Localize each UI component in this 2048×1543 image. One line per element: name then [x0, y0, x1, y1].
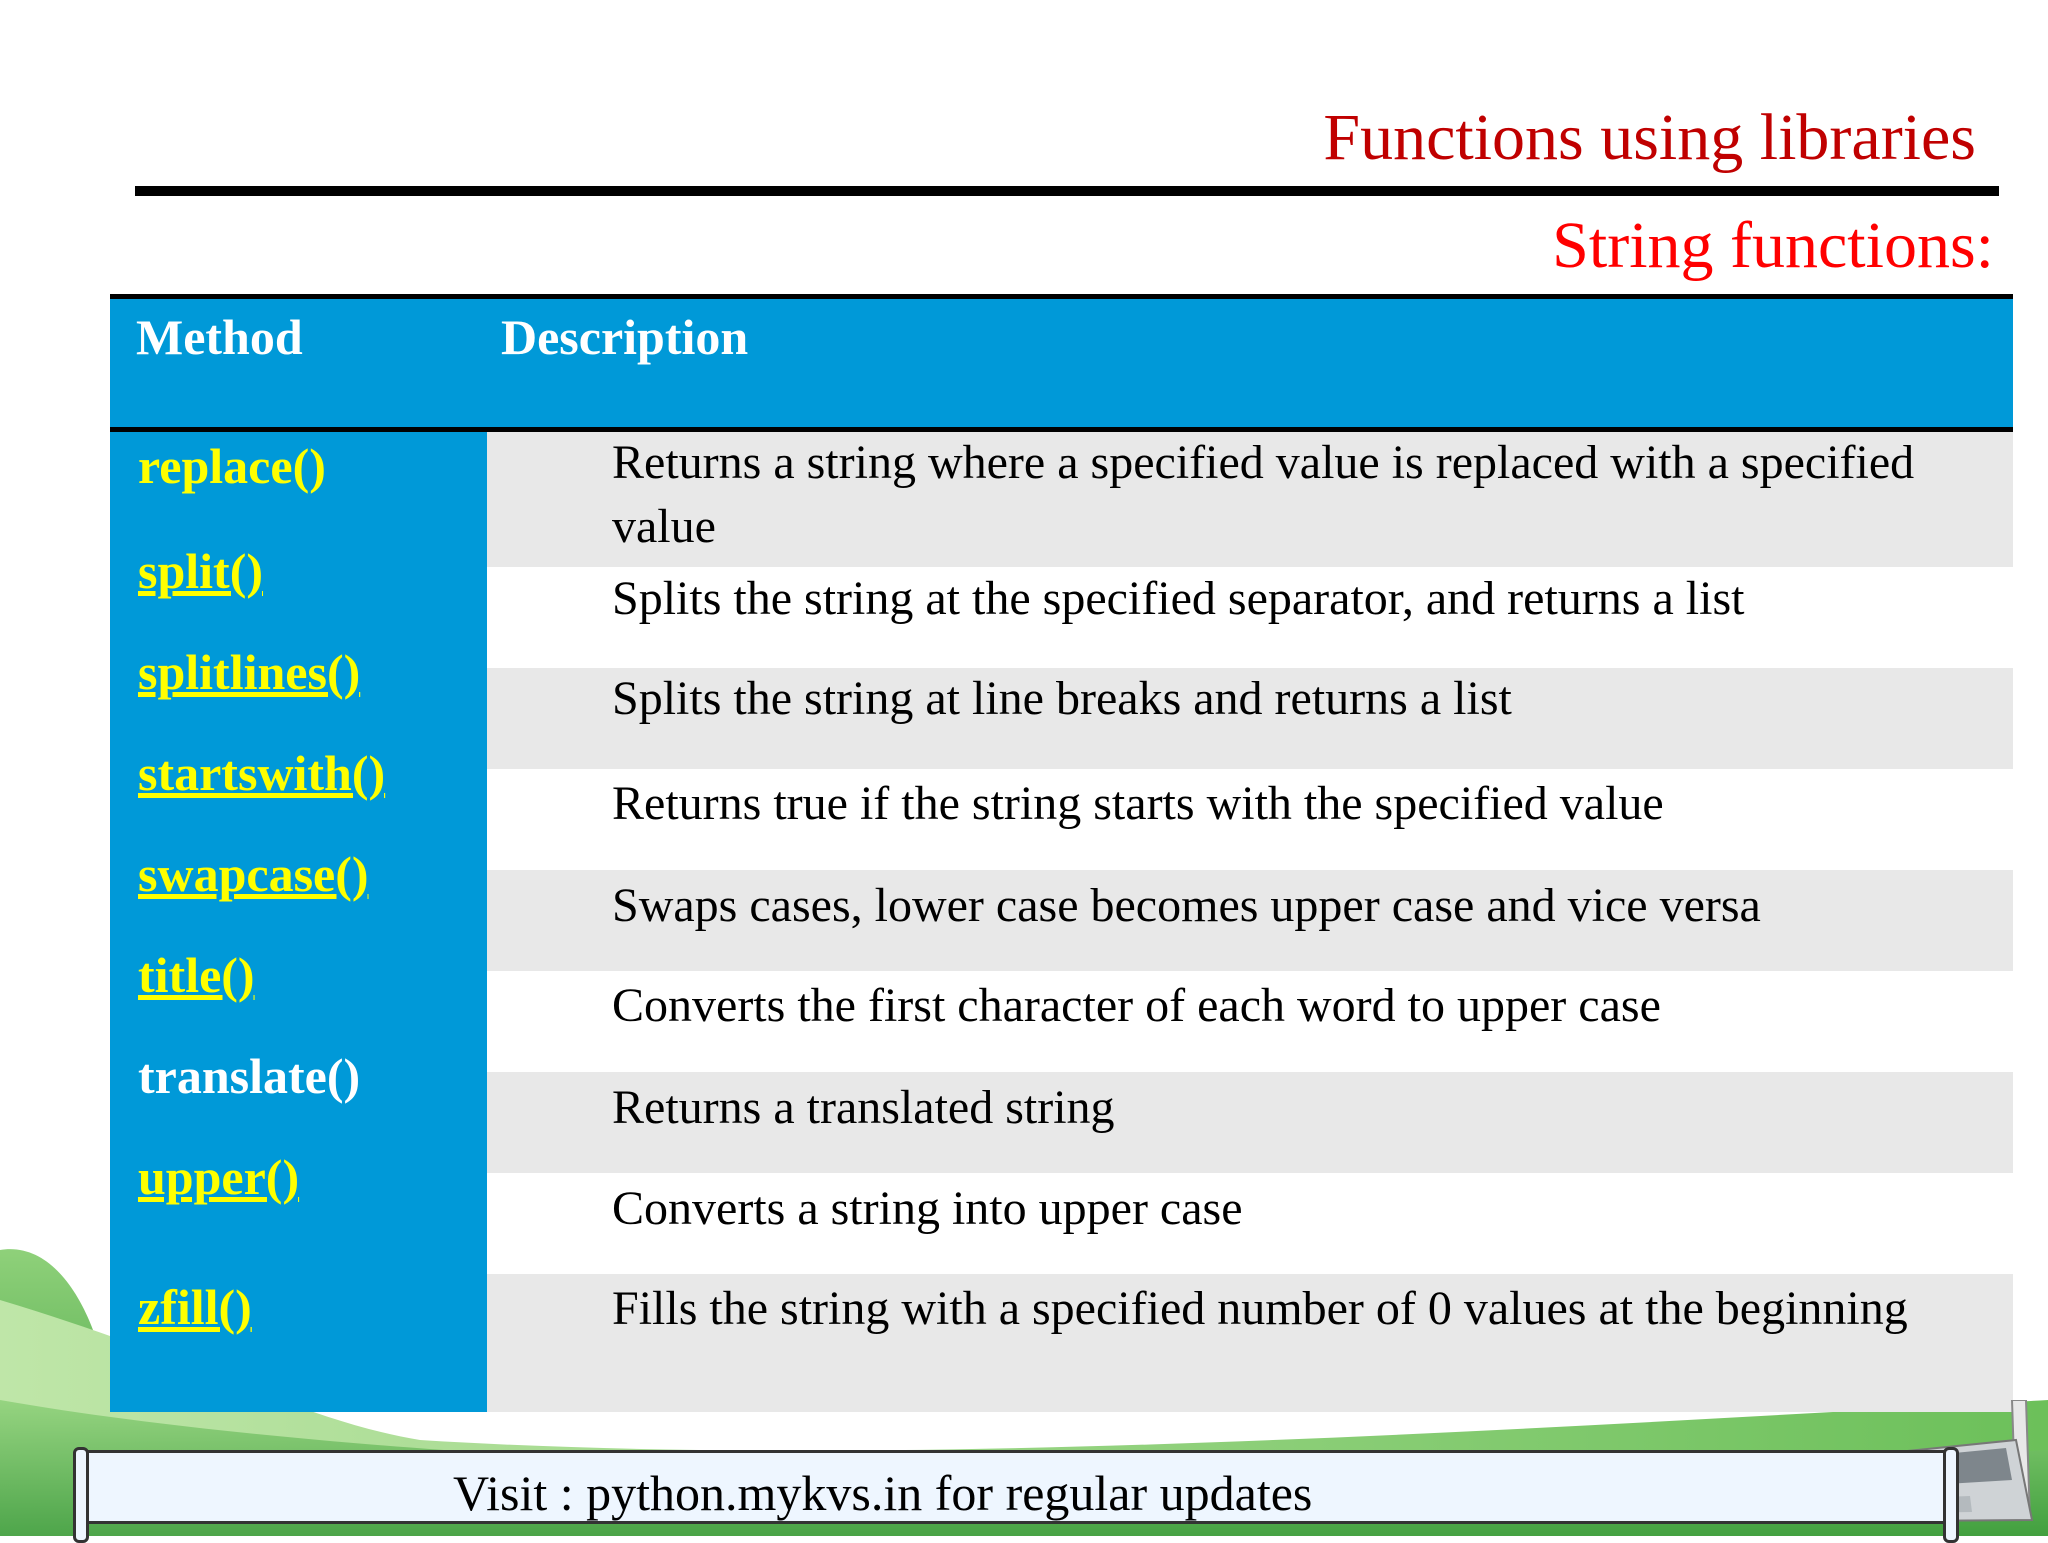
table-row: Splits the string at line breaks and ret…	[487, 668, 2013, 769]
page-title: Functions using libraries	[1323, 101, 1976, 174]
method-split-link[interactable]: split()	[138, 543, 263, 599]
table-header-row: Method Description	[110, 299, 2013, 432]
method-title-link[interactable]: title()	[138, 947, 255, 1003]
method-swapcase-link[interactable]: swapcase()	[138, 846, 369, 902]
title-divider	[135, 186, 1999, 196]
table-row: Fills the string with a specified number…	[487, 1274, 2013, 1412]
method-translate: translate()	[138, 1048, 361, 1104]
description-text: Returns true if the string starts with t…	[612, 777, 1664, 830]
table-row: Converts a string into upper case	[487, 1173, 2013, 1274]
description-text: Returns a translated string	[612, 1081, 1115, 1134]
method-replace: replace()	[138, 438, 326, 494]
header-method: Method	[136, 309, 303, 365]
description-text: Splits the string at line breaks and ret…	[612, 672, 1512, 725]
table-row: Converts the first character of each wor…	[487, 971, 2013, 1072]
table-row: Returns a translated string	[487, 1072, 2013, 1173]
description-text: Converts a string into upper case	[612, 1182, 1243, 1235]
description-column: Returns a string where a specified value…	[487, 432, 2013, 1412]
method-upper-link[interactable]: upper()	[138, 1149, 300, 1205]
footer-text: Visit : python.mykvs.in for regular upda…	[453, 1465, 1313, 1521]
description-text: Converts the first character of each wor…	[612, 979, 1661, 1032]
method-zfill-link[interactable]: zfill()	[138, 1279, 252, 1335]
footer-banner: Visit : python.mykvs.in for regular upda…	[73, 1447, 1959, 1543]
description-text: value	[612, 500, 716, 553]
header-description: Description	[501, 309, 749, 365]
description-text: Splits the string at the specified separ…	[612, 572, 1745, 625]
string-functions-table: Method Description replace() split() spl…	[110, 294, 2013, 1412]
method-column: replace() split() splitlines() startswit…	[110, 432, 487, 1412]
method-startswith-link[interactable]: startswith()	[138, 745, 386, 801]
table-row: Swaps cases, lower case becomes upper ca…	[487, 870, 2013, 971]
description-text: Fills the string with a specified number…	[612, 1282, 1908, 1335]
table-row: Splits the string at the specified separ…	[487, 567, 2013, 668]
table-row: Returns a string where a specified value…	[487, 432, 2013, 567]
description-text: Returns a string where a specified value…	[612, 436, 1915, 489]
table-row: Returns true if the string starts with t…	[487, 769, 2013, 870]
method-splitlines-link[interactable]: splitlines()	[138, 644, 361, 700]
description-text: Swaps cases, lower case becomes upper ca…	[612, 879, 1761, 932]
section-subtitle: String functions:	[1552, 209, 1994, 282]
